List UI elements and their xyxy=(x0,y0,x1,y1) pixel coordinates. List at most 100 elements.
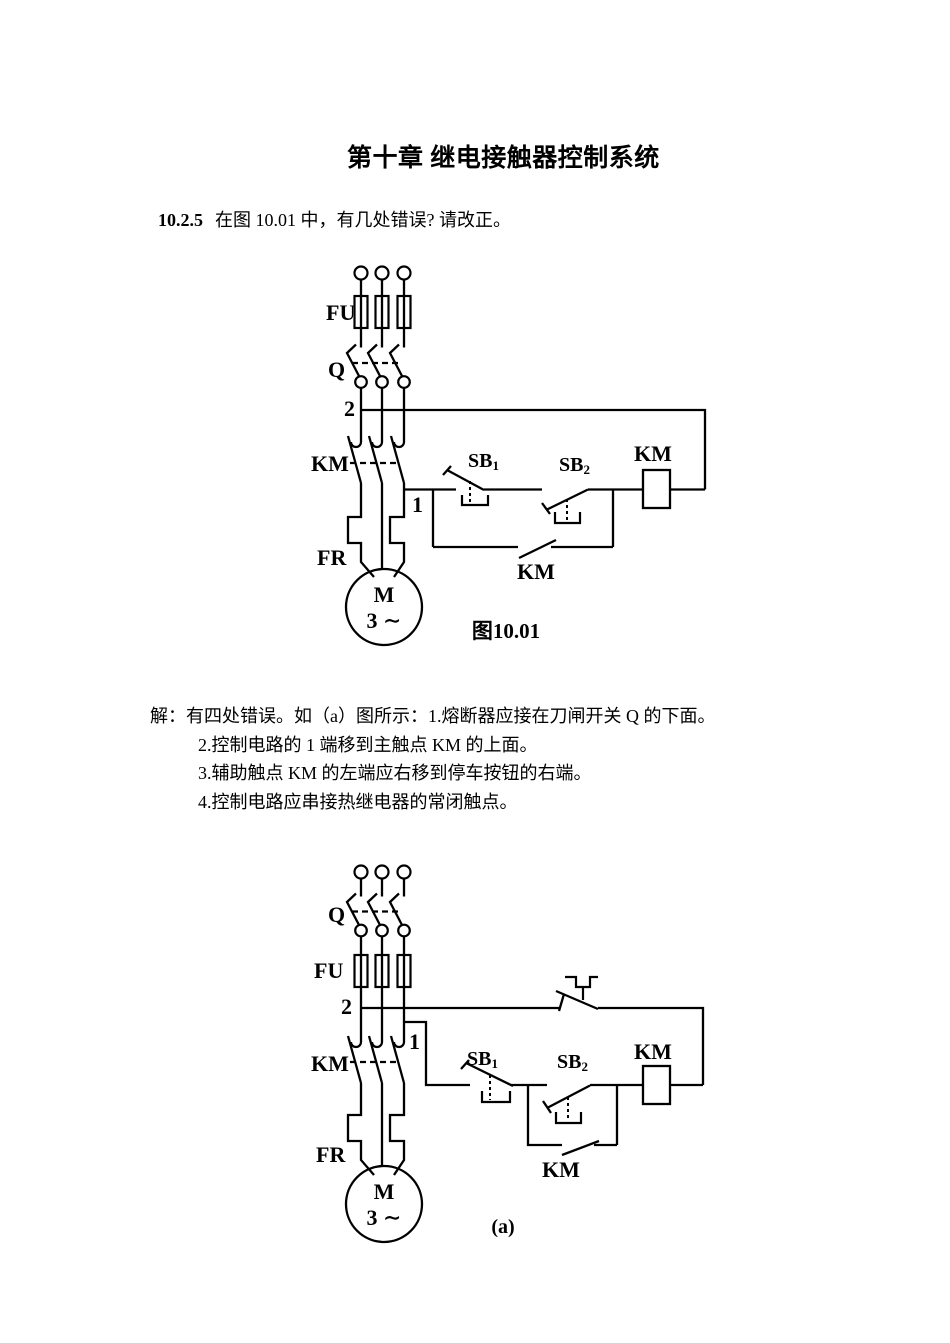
button-cap xyxy=(480,1091,512,1104)
control-bus-wire xyxy=(361,1006,705,1085)
control-node-2: 2 xyxy=(341,994,705,1085)
thermal-relay-contact-fr xyxy=(555,975,599,1012)
fuse-fu-symbol: FU xyxy=(314,953,412,989)
button-cap xyxy=(460,495,490,507)
start-button-sb2: SB2 xyxy=(542,1051,591,1125)
terminal-circle xyxy=(374,864,390,880)
km-aux-label: KM xyxy=(542,1157,580,1182)
switch-hinge xyxy=(354,923,368,938)
solution-block: 解：有四处错误。如（a）图所示：1.熔断器应接在刀闸开关 Q 的下面。 2.控制… xyxy=(150,702,850,816)
contactor-main-contacts-km: KM xyxy=(311,435,406,484)
terminal-circle xyxy=(396,864,412,880)
fuse-body xyxy=(396,294,412,330)
knife-switch-q-symbol: Q xyxy=(328,343,411,389)
switch-label: Q xyxy=(328,357,345,382)
fuse-body xyxy=(353,953,369,989)
motor-phase-label: 3 ∼ xyxy=(367,608,402,633)
fuse-body xyxy=(374,953,390,989)
switch-hinge xyxy=(397,375,411,389)
aux-contact-blade xyxy=(518,538,557,560)
contact-blades xyxy=(346,435,406,484)
thermal-relay-fr: FR xyxy=(317,545,347,570)
figure-caption: 图10.01 xyxy=(472,619,540,643)
fr-contact-blade xyxy=(555,989,599,1012)
fuse-body xyxy=(396,953,412,989)
fuse-label: FU xyxy=(326,300,355,325)
solution-text-1: 有四处错误。如（a）图所示：1.熔断器应接在刀闸开关 Q 的下面。 xyxy=(186,706,716,726)
thermal-relay-fr: FR xyxy=(316,1142,346,1167)
motor-symbol: M 3 ∼ xyxy=(344,567,424,647)
solution-line-2: 2.控制电路的 1 端移到主触点 KM 的上面。 xyxy=(198,734,538,755)
terminal-circle xyxy=(353,265,369,281)
problem-text: 在图 10.01 中，有几处错误? 请改正。 xyxy=(215,210,511,230)
problem-number: 10.2.5 xyxy=(158,210,203,230)
switch-hinge xyxy=(375,923,389,938)
terminal-circle xyxy=(396,265,412,281)
start-button-sb2: SB2 xyxy=(541,454,590,525)
km-main-label: KM xyxy=(311,451,349,476)
button-cap xyxy=(554,1112,583,1125)
sb1-label: SB1 xyxy=(467,1048,498,1071)
motor-circle xyxy=(344,567,424,647)
switch-hinge xyxy=(375,375,389,389)
motor-letter: M xyxy=(374,1179,395,1204)
page-title: 第十章 继电接触器控制系统 xyxy=(347,145,660,172)
auxiliary-contact-km: KM xyxy=(433,489,615,584)
phase-lines xyxy=(346,878,406,1176)
phase-line-a xyxy=(346,279,375,578)
km-aux-label: KM xyxy=(517,559,555,584)
phase-line-a xyxy=(346,878,375,1176)
coil-body xyxy=(641,1064,672,1106)
solution-line-1: 解：有四处错误。如（a）图所示：1.熔断器应接在刀闸开关 Q 的下面。 xyxy=(150,702,850,731)
km-main-label: KM xyxy=(311,1051,349,1076)
supply-terminals xyxy=(353,265,412,281)
sb1-label: SB1 xyxy=(468,450,499,473)
contactor-coil-km: KM xyxy=(634,441,672,510)
fuse-label: FU xyxy=(314,958,343,983)
contact-hooks xyxy=(349,441,406,449)
figure-a-corrected-circuit-diagram: Q FU 2 1 KM SB1 SB2 KM xyxy=(311,864,705,1244)
button-blade xyxy=(541,488,589,515)
stop-button-sb1: SB1 xyxy=(460,1048,514,1104)
terminal-circle xyxy=(353,864,369,880)
motor-circle xyxy=(344,1164,424,1244)
contact-blades xyxy=(346,1035,406,1084)
fuse-body xyxy=(353,294,369,330)
figure-caption: (a) xyxy=(491,1216,514,1238)
control-node-1: 1 xyxy=(404,488,456,547)
button-blade xyxy=(542,1084,591,1114)
aux-branch-wire xyxy=(526,1085,619,1147)
switch-blades xyxy=(345,892,404,926)
phase-line-c xyxy=(388,279,406,578)
fr-label: FR xyxy=(316,1142,346,1167)
switch-blades xyxy=(345,343,404,377)
node-1-tap-wire xyxy=(404,1020,470,1087)
button-blade xyxy=(442,465,485,492)
knife-switch-q-symbol: Q xyxy=(328,892,411,938)
fr-label: FR xyxy=(317,545,347,570)
control-bus-wire xyxy=(361,408,707,490)
node-1-label: 1 xyxy=(412,492,423,517)
coil-body xyxy=(641,468,672,510)
aux-branch-wire xyxy=(433,489,615,549)
switch-label: Q xyxy=(328,902,345,927)
motor-letter: M xyxy=(374,582,395,607)
figure-10-01-circuit-diagram: FU Q 2 KM 1 SB1 SB2 KM xyxy=(311,265,707,647)
fuse-fu-symbol: FU xyxy=(326,294,412,330)
aux-contact-blade xyxy=(561,1139,600,1157)
supply-terminals xyxy=(353,864,412,880)
node-2-label: 2 xyxy=(341,994,352,1019)
control-node-1: 1 xyxy=(404,1020,470,1087)
km-coil-label: KM xyxy=(634,1039,672,1064)
stop-button-sb1: SB1 xyxy=(442,450,499,507)
switch-hinge xyxy=(354,375,368,389)
node-1-label: 1 xyxy=(409,1029,420,1054)
fuse-body xyxy=(374,294,390,330)
node-2-label: 2 xyxy=(344,396,355,421)
contact-hooks xyxy=(349,1041,406,1049)
button-blade xyxy=(460,1059,514,1088)
contactor-main-contacts-km: KM xyxy=(311,1035,406,1084)
auxiliary-contact-km: KM xyxy=(526,1085,619,1182)
node-1-tap-wire xyxy=(404,488,456,547)
fr-contact-actuator xyxy=(565,975,598,1000)
